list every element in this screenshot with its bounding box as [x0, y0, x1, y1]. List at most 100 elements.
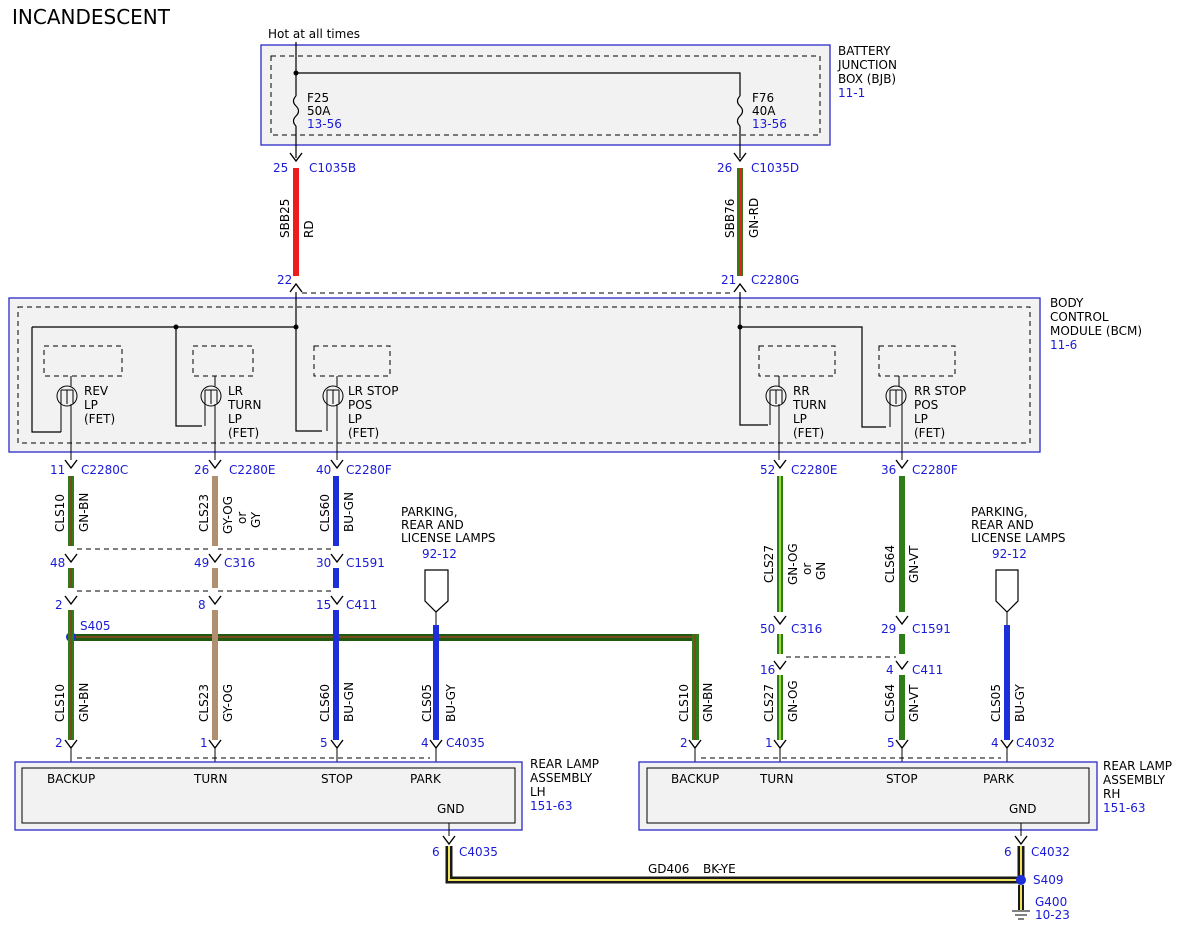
- inline-pin-15: 15: [316, 598, 331, 612]
- parking-lh-ref: 92-12: [422, 547, 457, 561]
- fet-lrstop-l1: LR STOP: [348, 384, 398, 398]
- inline-pin-48: 48: [50, 556, 65, 570]
- parking-rh-ref: 92-12: [992, 547, 1027, 561]
- cls23-lower-circuit: CLS23: [197, 684, 211, 722]
- bcm-outline: [8, 297, 1041, 453]
- inline-r-conn-c1591: C1591: [912, 622, 951, 636]
- inline-r-pin-16: 16: [760, 663, 775, 677]
- out-conn-1: C2280C: [81, 463, 128, 477]
- cls60-lower-circuit: CLS60: [318, 684, 332, 722]
- inline-pin-49: 49: [194, 556, 209, 570]
- rh-name-2: ASSEMBLY: [1103, 773, 1166, 787]
- cls05-lh-circuit: CLS05: [420, 684, 434, 722]
- rh-park-label: PARK: [983, 772, 1015, 786]
- cls27-color-a: GN-OG: [786, 543, 800, 585]
- cls27-color-or: or: [800, 563, 814, 575]
- cls05-rh-color: BU-GY: [1013, 684, 1027, 722]
- fet-lrturn-l3: LP: [228, 412, 242, 426]
- bcm-name-3: MODULE (BCM): [1050, 324, 1142, 338]
- cls23-color-b: GY: [249, 511, 263, 528]
- rh-pin-5: 5: [887, 736, 895, 750]
- lh-pin-5: 5: [320, 736, 328, 750]
- wire-sbb76-circuit: SBB76: [723, 199, 737, 238]
- rh-pin-4: 4: [991, 736, 999, 750]
- out-pin-11: 11: [50, 463, 65, 477]
- bcm-name-2: CONTROL: [1050, 310, 1109, 324]
- rh-backup-label: BACKUP: [671, 772, 719, 786]
- gd406-color: BK-YE: [703, 862, 736, 876]
- rear-lamp-rh: BACKUP TURN STOP PARK GND REAR LAMP ASSE…: [638, 759, 1172, 831]
- ground-g400-name: G400: [1035, 895, 1067, 909]
- fet-lrturn-l1: LR: [228, 384, 243, 398]
- wire-sbb25-rd: [293, 168, 299, 276]
- fet-lrstop-l2: POS: [348, 398, 372, 412]
- wire-cls05-lh: [433, 625, 439, 740]
- parking-rh-l3: LICENSE LAMPS: [971, 531, 1066, 545]
- fet-rev-l1: REV: [84, 384, 109, 398]
- lh-gnd-pin: 6: [432, 845, 440, 859]
- wire-cls23-lower: [212, 610, 218, 740]
- cls23-upper-circuit: CLS23: [197, 494, 211, 532]
- cls64-upper-color: GN-VT: [907, 545, 921, 583]
- fet-rrstop-l1: RR STOP: [914, 384, 966, 398]
- bjb-name-2: JUNCTION: [837, 58, 897, 72]
- inline-r-pin-4: 4: [886, 663, 894, 677]
- fet-lrturn-l2: TURN: [227, 398, 261, 412]
- fet-lr-turn-icon: [200, 385, 222, 407]
- rh-gnd-pin: 6: [1004, 845, 1012, 859]
- cls05-lh-color: BU-GY: [444, 684, 458, 722]
- fet-lrturn-l4: (FET): [228, 426, 259, 440]
- wire-gd406-bkye: [445, 846, 1025, 884]
- bjb-outline: [260, 44, 831, 146]
- rear-lamp-lh: BACKUP TURN STOP PARK GND REAR LAMP ASSE…: [14, 757, 599, 831]
- rh-pin-1: 1: [765, 736, 773, 750]
- cls60-upper-color: BU-GN: [342, 492, 356, 532]
- parking-lh-l1: PARKING,: [401, 505, 458, 519]
- fuse-f76-icon: [736, 95, 744, 127]
- out-conn-3: C2280F: [346, 463, 392, 477]
- cls60-upper-circuit: CLS60: [318, 494, 332, 532]
- lh-gnd-label: GND: [437, 802, 465, 816]
- bjb-name-3: BOX (BJB): [838, 72, 896, 86]
- inline-r-pin-29: 29: [881, 622, 896, 636]
- fet-lrstop-l3: LP: [348, 412, 362, 426]
- inline-conn-c411: C411: [346, 598, 377, 612]
- fet-rev-icon: [56, 385, 78, 407]
- inline-r-conn-c316: C316: [791, 622, 822, 636]
- bjb-inner-dashed: [270, 55, 821, 136]
- lh-gnd-conn: C4035: [459, 845, 498, 859]
- rh-ref: 151-63: [1103, 801, 1146, 815]
- battery-junction-box: BATTERY JUNCTION BOX (BJB) 11-1: [260, 44, 897, 146]
- gd406-circuit: GD406: [648, 862, 689, 876]
- fet-rev-l3: (FET): [84, 412, 115, 426]
- rh-pin-2: 2: [680, 736, 688, 750]
- lh-pin-1: 1: [200, 736, 208, 750]
- splice-s405-label: S405: [80, 619, 111, 633]
- out-pin-26: 26: [194, 463, 209, 477]
- out-pin-36: 36: [881, 463, 896, 477]
- lh-backup-label: BACKUP: [47, 772, 95, 786]
- wire-cls64-upper: [899, 476, 905, 612]
- inline-conn-c1591: C1591: [346, 556, 385, 570]
- bjb-ref: 11-1: [838, 86, 865, 100]
- parking-lh-l2: REAR AND: [401, 518, 464, 532]
- cls27-upper-circuit: CLS27: [762, 545, 776, 583]
- lh-ref: 151-63: [530, 799, 573, 813]
- wire-cls60-lower: [333, 610, 339, 740]
- fet-rrstop-l4: (FET): [914, 426, 945, 440]
- out-pin-52: 52: [760, 463, 775, 477]
- cls27-lower-color: GN-OG: [786, 680, 800, 722]
- fet-rr-turn-icon: [765, 385, 787, 407]
- connector-bcm-22-icon: [289, 282, 303, 293]
- lh-pin-4: 4: [421, 736, 429, 750]
- wire-sbb25-circuit: SBB25: [278, 199, 292, 238]
- fet-lr-stop-icon: [322, 385, 344, 407]
- cls10-lower-color: GN-BN: [77, 683, 91, 722]
- cls27-color-b: GN: [814, 562, 828, 580]
- wire-cls10-lower: [68, 610, 74, 740]
- wire-cls27-lower: [777, 675, 783, 740]
- fuse-f76-name: F76: [752, 91, 774, 105]
- diagram-title: INCANDESCENT: [12, 5, 171, 29]
- out-conn-5: C2280F: [912, 463, 958, 477]
